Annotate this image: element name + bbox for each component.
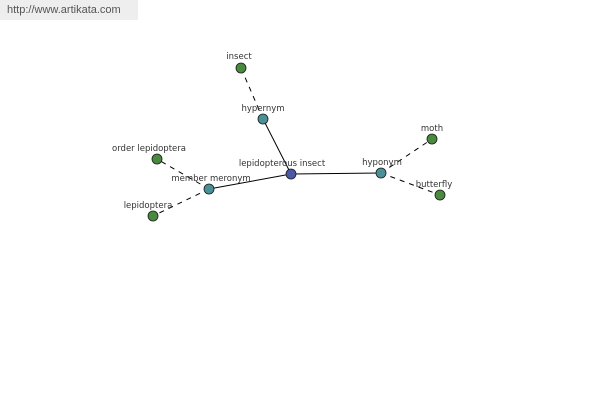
node-butterfly[interactable]	[434, 189, 446, 201]
node-label-root[interactable]: lepidopterous insect	[239, 159, 326, 169]
edge-root-to-member-meronym	[208, 173, 292, 190]
edge-member-meronym-to-order-lepidoptera	[156, 158, 210, 190]
edge-hyponym-to-moth	[380, 138, 433, 174]
url-banner[interactable]: http://www.artikata.com	[0, 0, 138, 20]
node-insect[interactable]	[235, 62, 247, 74]
node-label-hypernym[interactable]: hypernym	[241, 104, 284, 114]
node-lepidoptera[interactable]	[147, 210, 159, 222]
edges-layer	[152, 67, 441, 217]
node-root[interactable]	[285, 168, 297, 180]
node-label-butterfly[interactable]: butterfly	[416, 180, 453, 190]
node-label-member-meronym[interactable]: member meronym	[171, 174, 250, 184]
url-text[interactable]: http://www.artikata.com	[7, 4, 121, 16]
node-label-insect[interactable]: insect	[226, 52, 252, 62]
node-label-hyponym[interactable]: hyponym	[362, 158, 402, 168]
node-label-moth[interactable]: moth	[421, 124, 443, 134]
node-moth[interactable]	[426, 133, 438, 145]
edge-member-meronym-to-lepidoptera	[152, 188, 210, 217]
edge-root-to-hypernym	[262, 118, 292, 175]
nodes-layer	[147, 62, 446, 222]
node-order-lepidoptera[interactable]	[151, 153, 163, 165]
labels-layer: lepidopterous insect hypernym hyponym membe…	[112, 52, 452, 211]
edge-hyponym-to-butterfly	[380, 172, 441, 196]
node-label-order-lepidoptera[interactable]: order lepidoptera	[112, 144, 186, 154]
node-label-lepidoptera[interactable]: lepidoptera	[124, 201, 173, 211]
node-member-meronym[interactable]	[203, 183, 215, 195]
node-hypernym[interactable]	[257, 113, 269, 125]
node-hyponym[interactable]	[375, 167, 387, 179]
edge-root-to-hyponym	[290, 172, 382, 175]
